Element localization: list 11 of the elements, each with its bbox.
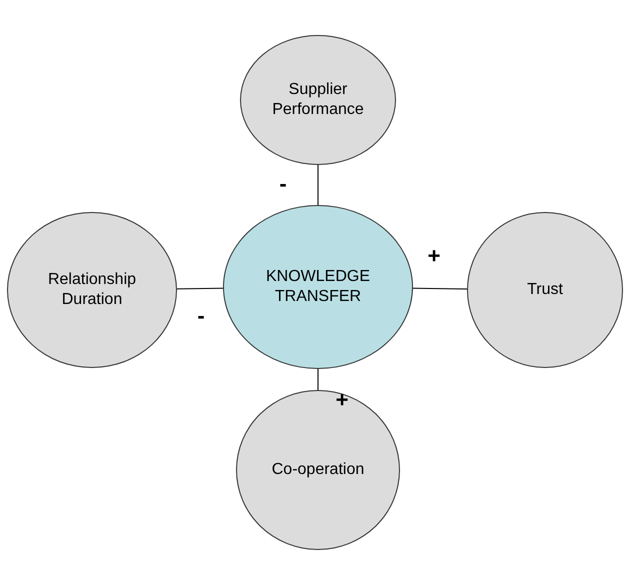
connector-line — [176, 288, 224, 290]
edge-label: + — [336, 389, 348, 411]
node-label: Co-operation — [270, 460, 366, 480]
edge-label: - — [279, 173, 287, 195]
node-label: KNOWLEDGE TRANSFER — [264, 267, 371, 307]
edge-label: + — [428, 245, 440, 267]
edge-label: - — [197, 305, 205, 327]
node-label: Trust — [526, 280, 564, 300]
node-label: Relationship Duration — [46, 270, 138, 310]
node-label: Supplier Performance — [271, 80, 365, 120]
connector-line — [412, 288, 468, 290]
